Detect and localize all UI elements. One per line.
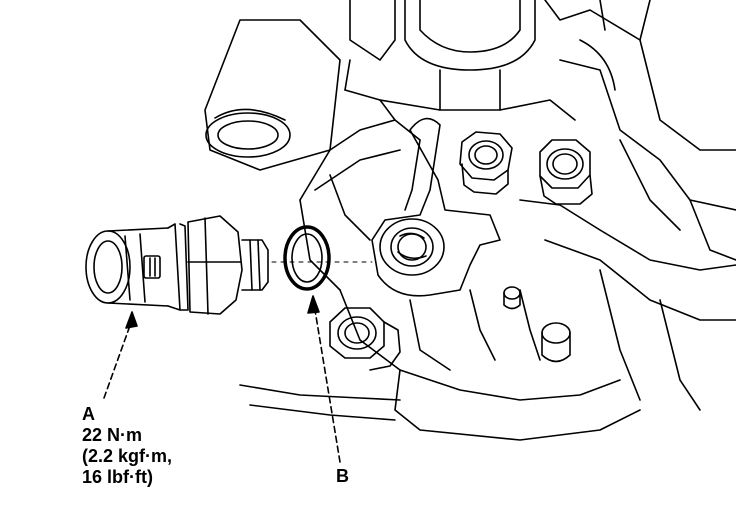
pressure-switch-a — [85, 215, 269, 315]
callout-a-torque-lbfft: 16 lbf·ft) — [82, 467, 153, 487]
leader-line-b — [307, 295, 341, 463]
hex-bolt-upper-left — [459, 131, 513, 195]
leader-line-a — [103, 311, 138, 399]
callout-a-torque-nm: 22 N·m — [82, 425, 143, 445]
hex-bolt-lower-left — [329, 307, 401, 371]
hex-bolt-upper-right — [539, 139, 593, 205]
callout-a: A 22 N·m (2.2 kgf·m, 16 lbf·ft) — [82, 404, 172, 488]
mounting-bracket — [371, 117, 501, 297]
callout-b: B — [336, 466, 349, 487]
dowel-pin-right — [503, 286, 571, 363]
callout-b-letter: B — [336, 466, 349, 486]
callout-a-letter: A — [82, 404, 95, 424]
threaded-port — [379, 218, 445, 276]
sealing-washer-b — [283, 225, 331, 291]
engine-housing — [204, 0, 736, 441]
callout-a-torque-kgfm: (2.2 kgf·m, — [82, 446, 173, 466]
